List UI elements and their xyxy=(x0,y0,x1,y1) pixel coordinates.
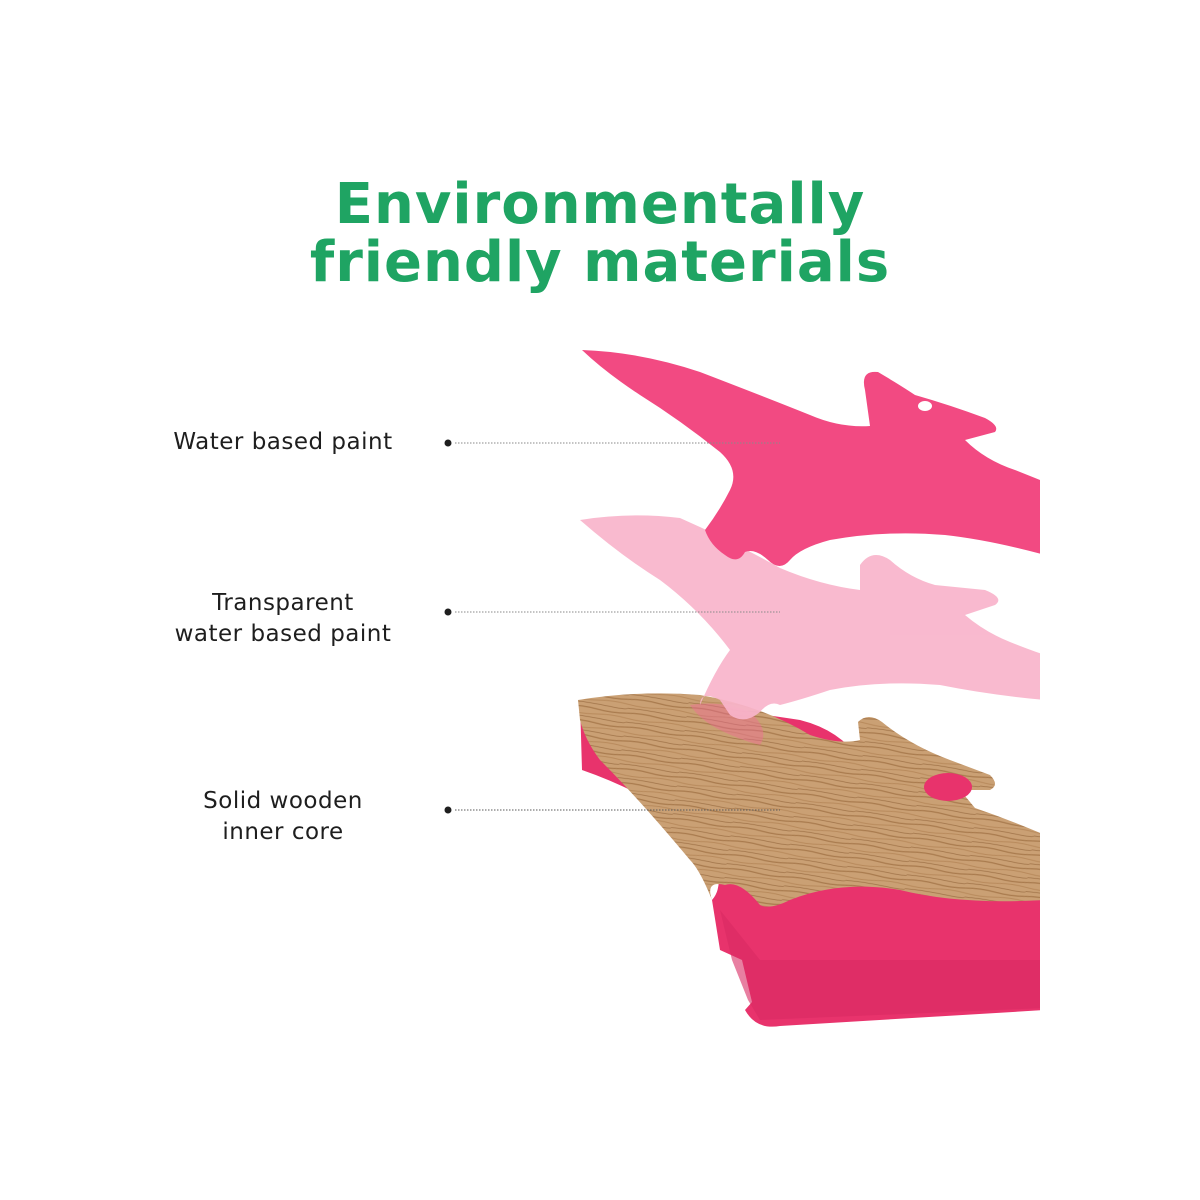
label-water-based-paint: Water based paint xyxy=(118,427,448,458)
label-line: water based paint xyxy=(174,621,392,647)
wooden-core-piece xyxy=(578,693,1040,1027)
label-line: inner core xyxy=(222,819,344,845)
pointer-water-based-paint xyxy=(444,439,780,447)
transparent-paint-piece xyxy=(580,515,1040,720)
wooden-core-eye-hole xyxy=(924,773,972,801)
title-line-2: friendly materials xyxy=(309,230,891,295)
wooden-core-edge-shadow xyxy=(720,910,1040,1020)
title-line-1: Environmentally xyxy=(334,172,866,237)
label-line: Transparent xyxy=(212,590,354,616)
label-line: Solid wooden xyxy=(203,788,363,814)
wooden-core-top xyxy=(578,693,1040,907)
label-transparent-paint: Transparent water based paint xyxy=(118,588,448,650)
page-title: Environmentally friendly materials xyxy=(0,176,1200,292)
label-line: Water based paint xyxy=(173,429,393,455)
water-based-paint-piece xyxy=(582,350,1040,566)
pointer-transparent-paint xyxy=(444,608,780,616)
label-wooden-core: Solid wooden inner core xyxy=(118,786,448,848)
pointer-wooden-core xyxy=(444,806,780,814)
